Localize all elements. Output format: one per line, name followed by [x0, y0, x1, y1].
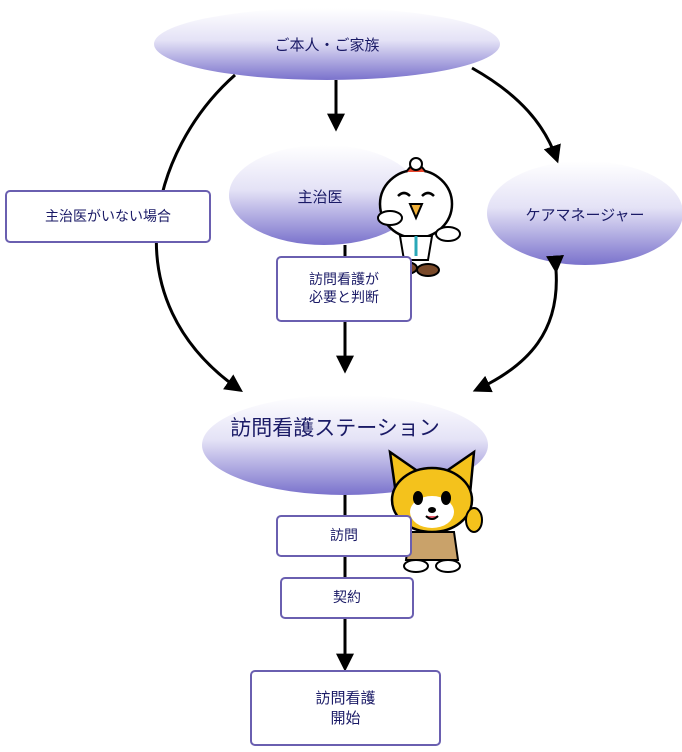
start-line2: 開始	[330, 709, 361, 727]
doctor-ellipse	[229, 145, 419, 245]
family-label: ご本人・ご家族	[274, 36, 380, 54]
start-line1: 訪問看護	[315, 689, 376, 707]
family-ellipse	[154, 8, 500, 80]
contract-text: 契約	[333, 590, 361, 606]
judgement-line1: 訪問看護が	[309, 272, 379, 288]
fox-nurse-mascot	[388, 449, 483, 573]
no-doctor-text: 主治医がいない場合	[45, 208, 171, 225]
judgement-line2: 必要と判断	[309, 290, 379, 306]
no-doctor-box: 主治医がいない場合	[5, 190, 211, 243]
visit-text: 訪問	[330, 528, 358, 544]
care-manager-ellipse	[487, 161, 682, 265]
start-box: 訪問看護 開始	[250, 670, 441, 746]
care-manager-label: ケアマネージャー	[525, 206, 645, 224]
arrow-care-manager-station	[472, 255, 565, 393]
arrow-family-care-manager	[471, 66, 561, 164]
contract-box: 契約	[280, 577, 414, 619]
visit-box: 訪問	[276, 515, 412, 557]
owl-doctor-mascot	[377, 157, 461, 277]
judgement-box: 訪問看護が 必要と判断	[276, 256, 412, 322]
doctor-label: 主治医	[297, 188, 343, 206]
station-label: 訪問看護ステーション	[230, 416, 440, 440]
